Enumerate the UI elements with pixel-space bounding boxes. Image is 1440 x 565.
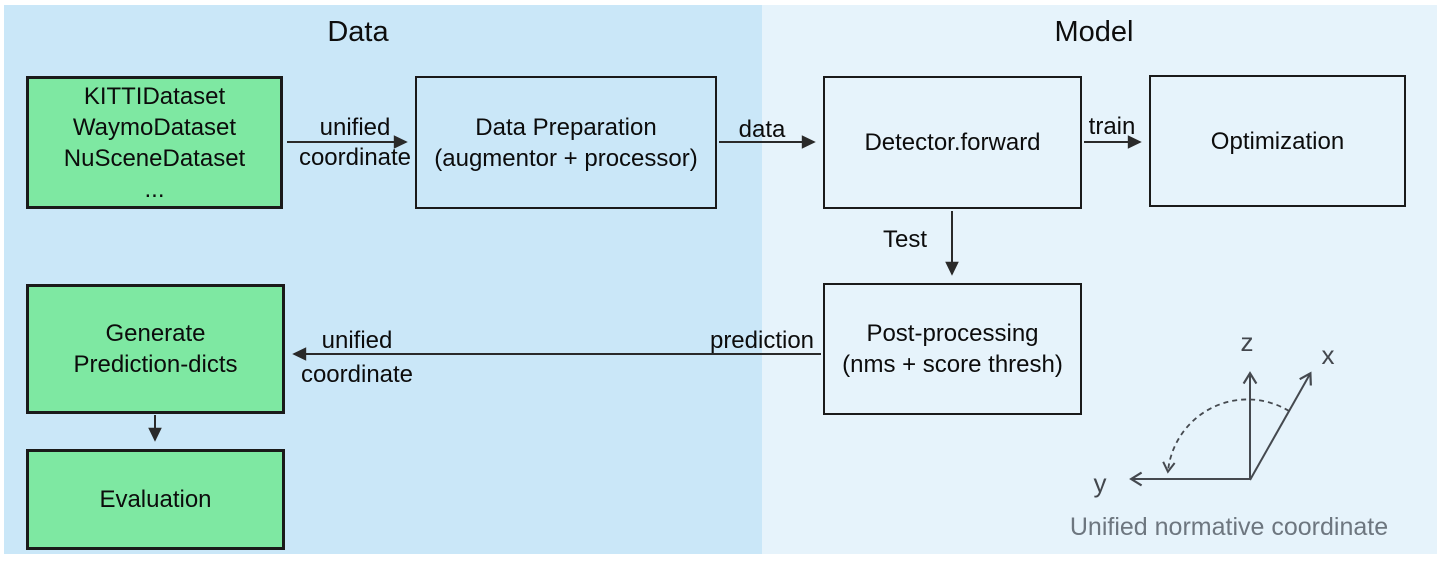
axes-caption: Unified normative coordinate — [1069, 513, 1389, 541]
data-section-title: Data — [327, 16, 389, 48]
datasets-box-line: NuSceneDataset — [63, 144, 246, 172]
data-preparation-box-line: (augmentor + processor) — [434, 144, 698, 172]
edge-label-line: coordinate — [300, 361, 414, 388]
datasets-box-line: ... — [144, 175, 165, 203]
data-preparation-box-line: Data Preparation — [475, 113, 657, 141]
evaluation-box: Evaluation — [26, 449, 285, 550]
post-processing-box-line: (nms + score thresh) — [842, 351, 1063, 378]
datasets-box-line: WaymoDataset — [72, 113, 237, 141]
generate-prediction-box-line: Generate — [105, 320, 206, 347]
generate-prediction-box: Generate Prediction-dicts — [26, 284, 285, 414]
edge-label-line: coordinate — [298, 144, 412, 171]
edge-label-unified-coordinate-bottom: unified coordinate — [292, 324, 422, 392]
post-processing-box: Post-processing (nms + score thresh) — [823, 283, 1082, 415]
detector-forward-box: Detector.forward — [823, 76, 1082, 209]
detector-forward-box-line: Detector.forward — [864, 129, 1041, 156]
edge-label-line: unified — [321, 327, 393, 354]
optimization-box-line: Optimization — [1210, 127, 1345, 155]
edge-label-prediction: prediction — [709, 327, 815, 354]
post-processing-box-line: Post-processing — [866, 320, 1039, 347]
edge-label-test: Test — [882, 226, 927, 253]
datasets-box-line: KITTIDataset — [83, 82, 226, 110]
generate-prediction-box-line: Prediction-dicts — [73, 351, 238, 378]
edge-label-data: data — [738, 116, 786, 143]
edge-label-unified-coordinate-top: unified coordinate — [290, 113, 420, 173]
data-preparation-box: Data Preparation (augmentor + processor) — [415, 76, 717, 209]
edge-label-train: train — [1088, 113, 1136, 140]
model-section-title: Model — [1054, 16, 1134, 48]
evaluation-box-line: Evaluation — [99, 486, 212, 513]
optimization-box: Optimization — [1149, 75, 1406, 207]
edge-label-line: unified — [319, 114, 391, 141]
datasets-box: KITTIDataset WaymoDataset NuSceneDataset… — [26, 76, 283, 209]
